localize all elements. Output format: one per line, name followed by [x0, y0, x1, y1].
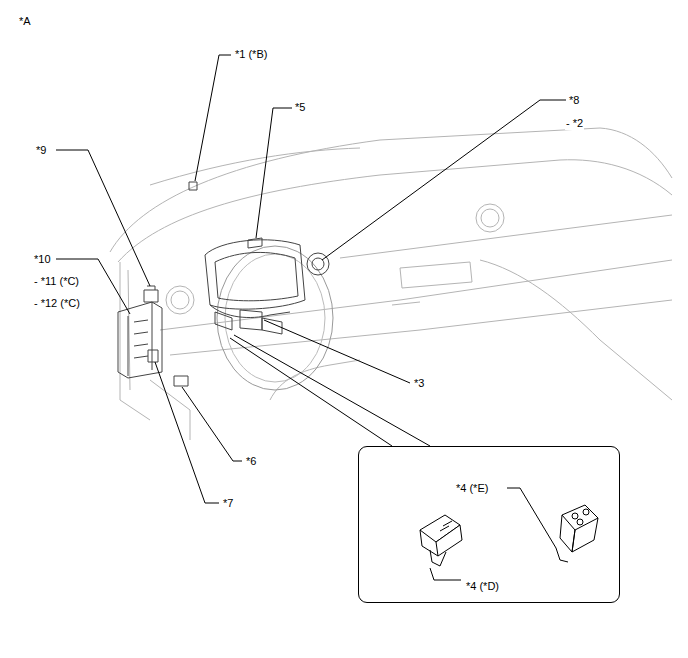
inset-callout [230, 335, 430, 446]
part-10 [128, 302, 152, 376]
dash-lower [170, 300, 672, 355]
leader-line [56, 150, 150, 286]
callout-number: *7 [222, 497, 234, 510]
callout-number: *1 (*B) [234, 48, 268, 61]
figure-label: *A [18, 15, 32, 28]
instrument-cluster [215, 252, 298, 300]
glovebox-line [400, 262, 472, 288]
dash-lower [160, 260, 672, 330]
vent [476, 204, 504, 232]
inset-box: *4 (*E) *4 (*D) [358, 446, 620, 603]
callout-number: - *12 (*C) [33, 297, 81, 310]
switch [215, 312, 232, 330]
connector-e [583, 509, 589, 515]
connector-d [436, 525, 462, 556]
callout-number: *4 (*D) [465, 580, 500, 593]
callout-number: *5 [294, 101, 306, 114]
callout-number: *9 [35, 144, 47, 157]
vent [166, 286, 194, 314]
part-10 [118, 302, 162, 378]
part-6 [174, 376, 188, 386]
steering-wheel [225, 254, 325, 382]
dash-trim [340, 215, 672, 258]
callout-number: *6 [245, 455, 257, 468]
console [480, 260, 672, 400]
lower-panel [150, 380, 190, 440]
leader-line [256, 108, 292, 238]
leader-line [264, 320, 410, 383]
callout-number: *10 [33, 253, 52, 266]
callout-number: *3 [413, 377, 425, 390]
instrument-cluster [205, 240, 305, 309]
handle [392, 302, 420, 305]
dash-outline [110, 128, 672, 252]
part-8 [307, 253, 329, 275]
leader-line [322, 100, 566, 260]
callout-number: *8 [568, 94, 580, 107]
part-9 [144, 290, 158, 302]
switch [240, 310, 262, 330]
connector-e [572, 518, 598, 552]
connector-e [562, 505, 598, 530]
leader-line [155, 362, 219, 503]
connector-e [556, 548, 568, 562]
connector-e [572, 513, 578, 519]
part-9 [147, 286, 155, 290]
part-5 [248, 238, 262, 248]
console [270, 360, 360, 400]
vent [481, 209, 499, 227]
connector-d [440, 521, 452, 531]
callout-number: - *2 [565, 117, 584, 130]
part-7 [148, 350, 158, 362]
vent [171, 291, 189, 309]
callout-number: *4 (*E) [455, 482, 489, 495]
connector-d [430, 550, 446, 566]
leader-line [507, 488, 556, 548]
leader-line [195, 55, 231, 181]
defroster-line [150, 148, 360, 185]
leader-line [430, 568, 461, 580]
connector-e [577, 519, 583, 525]
dash-outline [118, 160, 672, 262]
dash-side [120, 262, 150, 420]
part-1 [189, 182, 197, 190]
connector-d [420, 530, 438, 556]
leader-line [182, 387, 242, 461]
part-10 [134, 320, 148, 358]
callout-number: - *11 (*C) [33, 275, 80, 288]
